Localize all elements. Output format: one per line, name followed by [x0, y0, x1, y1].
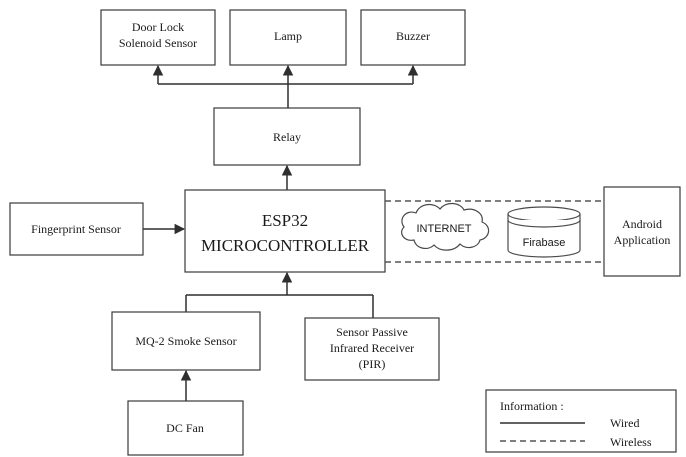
relay-label: Relay: [273, 130, 301, 144]
buzzer-label: Buzzer: [396, 29, 430, 43]
mq2-label: MQ-2 Smoke Sensor: [135, 334, 236, 348]
pir-sensor-block: Sensor Passive Infrared Receiver (PIR): [304, 317, 440, 381]
legend-wireless-label: Wireless: [610, 435, 652, 449]
internet-label: INTERNET: [417, 223, 472, 235]
fingerprint-label: Fingerprint Sensor: [31, 222, 121, 236]
door-lock-label-line1: Door Lock: [132, 20, 184, 34]
lamp-block: Lamp: [229, 9, 347, 66]
android-label-line1: Android: [622, 217, 662, 231]
sensor-input-wiring: [185, 271, 374, 318]
door-lock-label-line2: Solenoid Sensor: [119, 36, 197, 50]
buzzer-block: Buzzer: [360, 9, 466, 66]
mq2-smoke-sensor-block: MQ-2 Smoke Sensor: [111, 311, 261, 371]
firebase-label: Firabase: [523, 237, 566, 249]
pir-label-line2: Infrared Receiver: [330, 341, 414, 355]
relay-output-wiring: [152, 64, 419, 108]
door-lock-block: Door Lock Solenoid Sensor: [100, 9, 216, 66]
esp32-label-line2: MICROCONTROLLER: [201, 236, 370, 255]
fingerprint-sensor-block: Fingerprint Sensor: [9, 202, 144, 256]
android-app-block: Android Application: [603, 186, 681, 277]
esp32-block: ESP32 MICROCONTROLLER: [184, 189, 386, 273]
lamp-label: Lamp: [274, 29, 302, 43]
android-label-line2: Application: [614, 233, 671, 247]
internet-cloud-icon: INTERNET: [401, 202, 490, 251]
firebase-database-icon: Firabase: [507, 206, 581, 258]
legend-wired-label: Wired: [610, 416, 640, 430]
pir-label-line3: (PIR): [359, 357, 386, 371]
dc-fan-block: DC Fan: [127, 400, 244, 456]
relay-block: Relay: [213, 107, 361, 166]
legend-title: Information :: [500, 399, 564, 413]
pir-label-line1: Sensor Passive: [336, 325, 408, 339]
dc-fan-label: DC Fan: [166, 421, 204, 435]
esp32-label-line1: ESP32: [262, 211, 308, 230]
legend-box: Information : Wired Wireless: [485, 389, 677, 453]
